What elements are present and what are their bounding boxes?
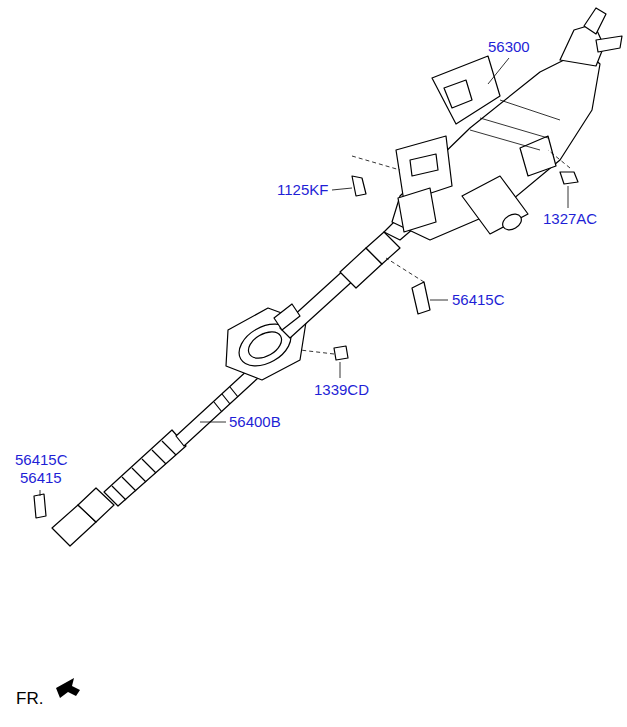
leader-line — [430, 300, 448, 301]
leader-line — [568, 186, 569, 208]
leader-line — [352, 156, 400, 170]
callout-number: 56400B — [229, 413, 281, 430]
column-lower-housing — [398, 188, 436, 232]
callout-number: 56415 — [20, 469, 62, 486]
callout-number: 56415C — [452, 291, 505, 308]
nut — [334, 346, 348, 360]
leader-line — [40, 490, 41, 496]
bolt — [34, 494, 46, 518]
steering-shaft-end — [584, 8, 606, 34]
nut — [560, 172, 578, 184]
bolt — [412, 282, 430, 314]
direction-label: FR. — [16, 690, 43, 707]
bolt — [352, 176, 366, 196]
callout-number: 56300 — [488, 38, 530, 55]
callout-number: 1327AC — [543, 210, 597, 227]
leader-line — [332, 188, 352, 190]
leader-line — [200, 422, 226, 423]
leader-line — [340, 362, 341, 378]
mounting-bracket — [432, 56, 500, 124]
tilt-motor — [462, 176, 528, 234]
shaft-bellows — [104, 430, 186, 506]
bellows-ribs — [112, 441, 176, 500]
callout-number: 1125KF — [277, 181, 328, 198]
steering-column-body — [392, 50, 600, 240]
column-housing — [520, 136, 556, 176]
callout-number: 1339CD — [314, 381, 369, 398]
intermediate-shaft — [176, 368, 258, 446]
callout-number: 56415C — [15, 451, 68, 468]
front-arrow — [56, 678, 80, 698]
intermediate-shaft — [280, 268, 356, 338]
leader-line — [488, 58, 509, 84]
